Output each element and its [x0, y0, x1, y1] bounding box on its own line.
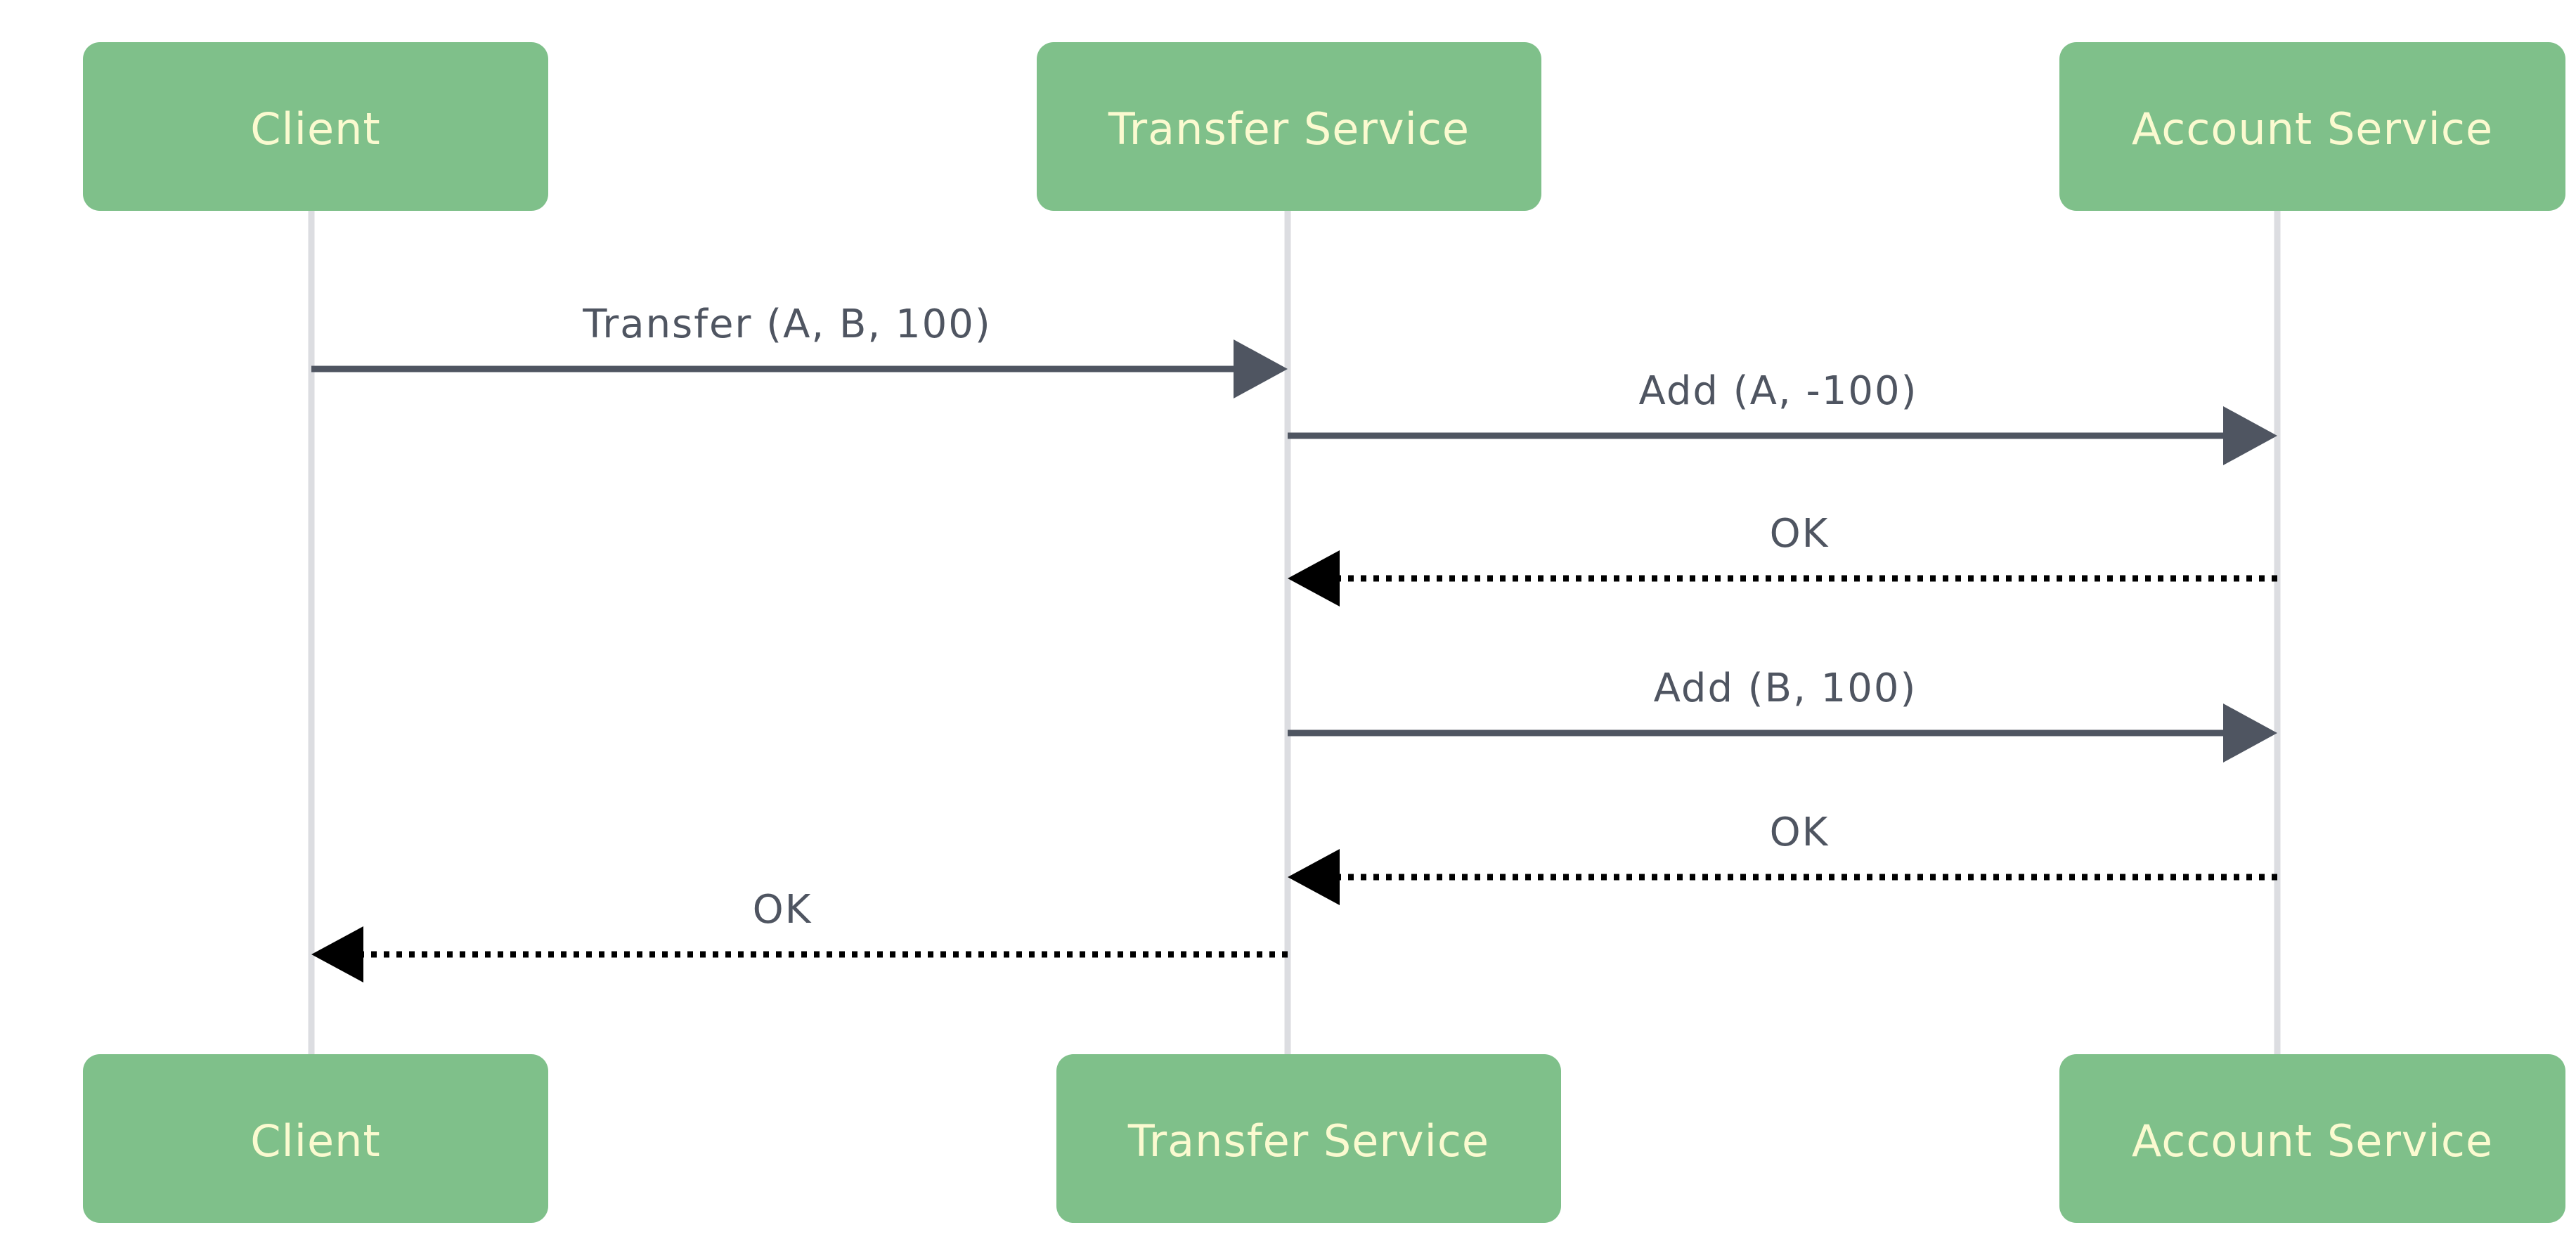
message-ok-2[interactable]: OK: [1288, 810, 2277, 905]
arrowhead-right-icon: [1234, 339, 1288, 398]
participant-label: Client: [250, 103, 381, 155]
participant-top-transfer[interactable]: Transfer Service: [1037, 42, 1541, 211]
message-add-a[interactable]: Add (A, -100): [1288, 368, 2277, 465]
participant-box: [1056, 1054, 1561, 1223]
message-add-b[interactable]: Add (B, 100): [1288, 666, 2277, 763]
participant-box: [2059, 42, 2565, 211]
message-label: Add (B, 100): [1654, 666, 1917, 711]
participant-label: Transfer Service: [1127, 1115, 1489, 1167]
message-ok-final[interactable]: OK: [311, 887, 1288, 983]
participant-top-client[interactable]: Client: [83, 42, 548, 211]
participant-box: [83, 42, 548, 211]
participant-top-account[interactable]: Account Service: [2059, 42, 2565, 211]
participant-box: [1037, 42, 1541, 211]
message-ok-1[interactable]: OK: [1288, 511, 2277, 607]
message-label: OK: [1770, 511, 1830, 557]
message-label: Add (A, -100): [1639, 368, 1918, 414]
participant-label: Account Service: [2132, 1115, 2493, 1167]
arrowhead-right-icon: [2223, 703, 2277, 763]
participant-bottom-account[interactable]: Account Service: [2059, 1054, 2565, 1223]
participant-label: Account Service: [2132, 103, 2493, 155]
arrowhead-left-icon: [1288, 849, 1340, 905]
message-label: OK: [753, 887, 813, 933]
arrowhead-left-icon: [1288, 550, 1340, 607]
message-label: OK: [1770, 810, 1830, 855]
message-label: Transfer (A, B, 100): [582, 301, 992, 347]
participant-label: Client: [250, 1115, 381, 1167]
arrowhead-right-icon: [2223, 406, 2277, 465]
participant-box: [2059, 1054, 2565, 1223]
participant-label: Transfer Service: [1108, 103, 1470, 155]
lifelines: [308, 211, 2281, 1054]
participant-bottom-client[interactable]: Client: [83, 1054, 548, 1223]
message-transfer[interactable]: Transfer (A, B, 100): [311, 301, 1288, 398]
participant-box: [83, 1054, 548, 1223]
participant-bottom-transfer[interactable]: Transfer Service: [1056, 1054, 1561, 1223]
arrowhead-left-icon: [311, 926, 363, 983]
